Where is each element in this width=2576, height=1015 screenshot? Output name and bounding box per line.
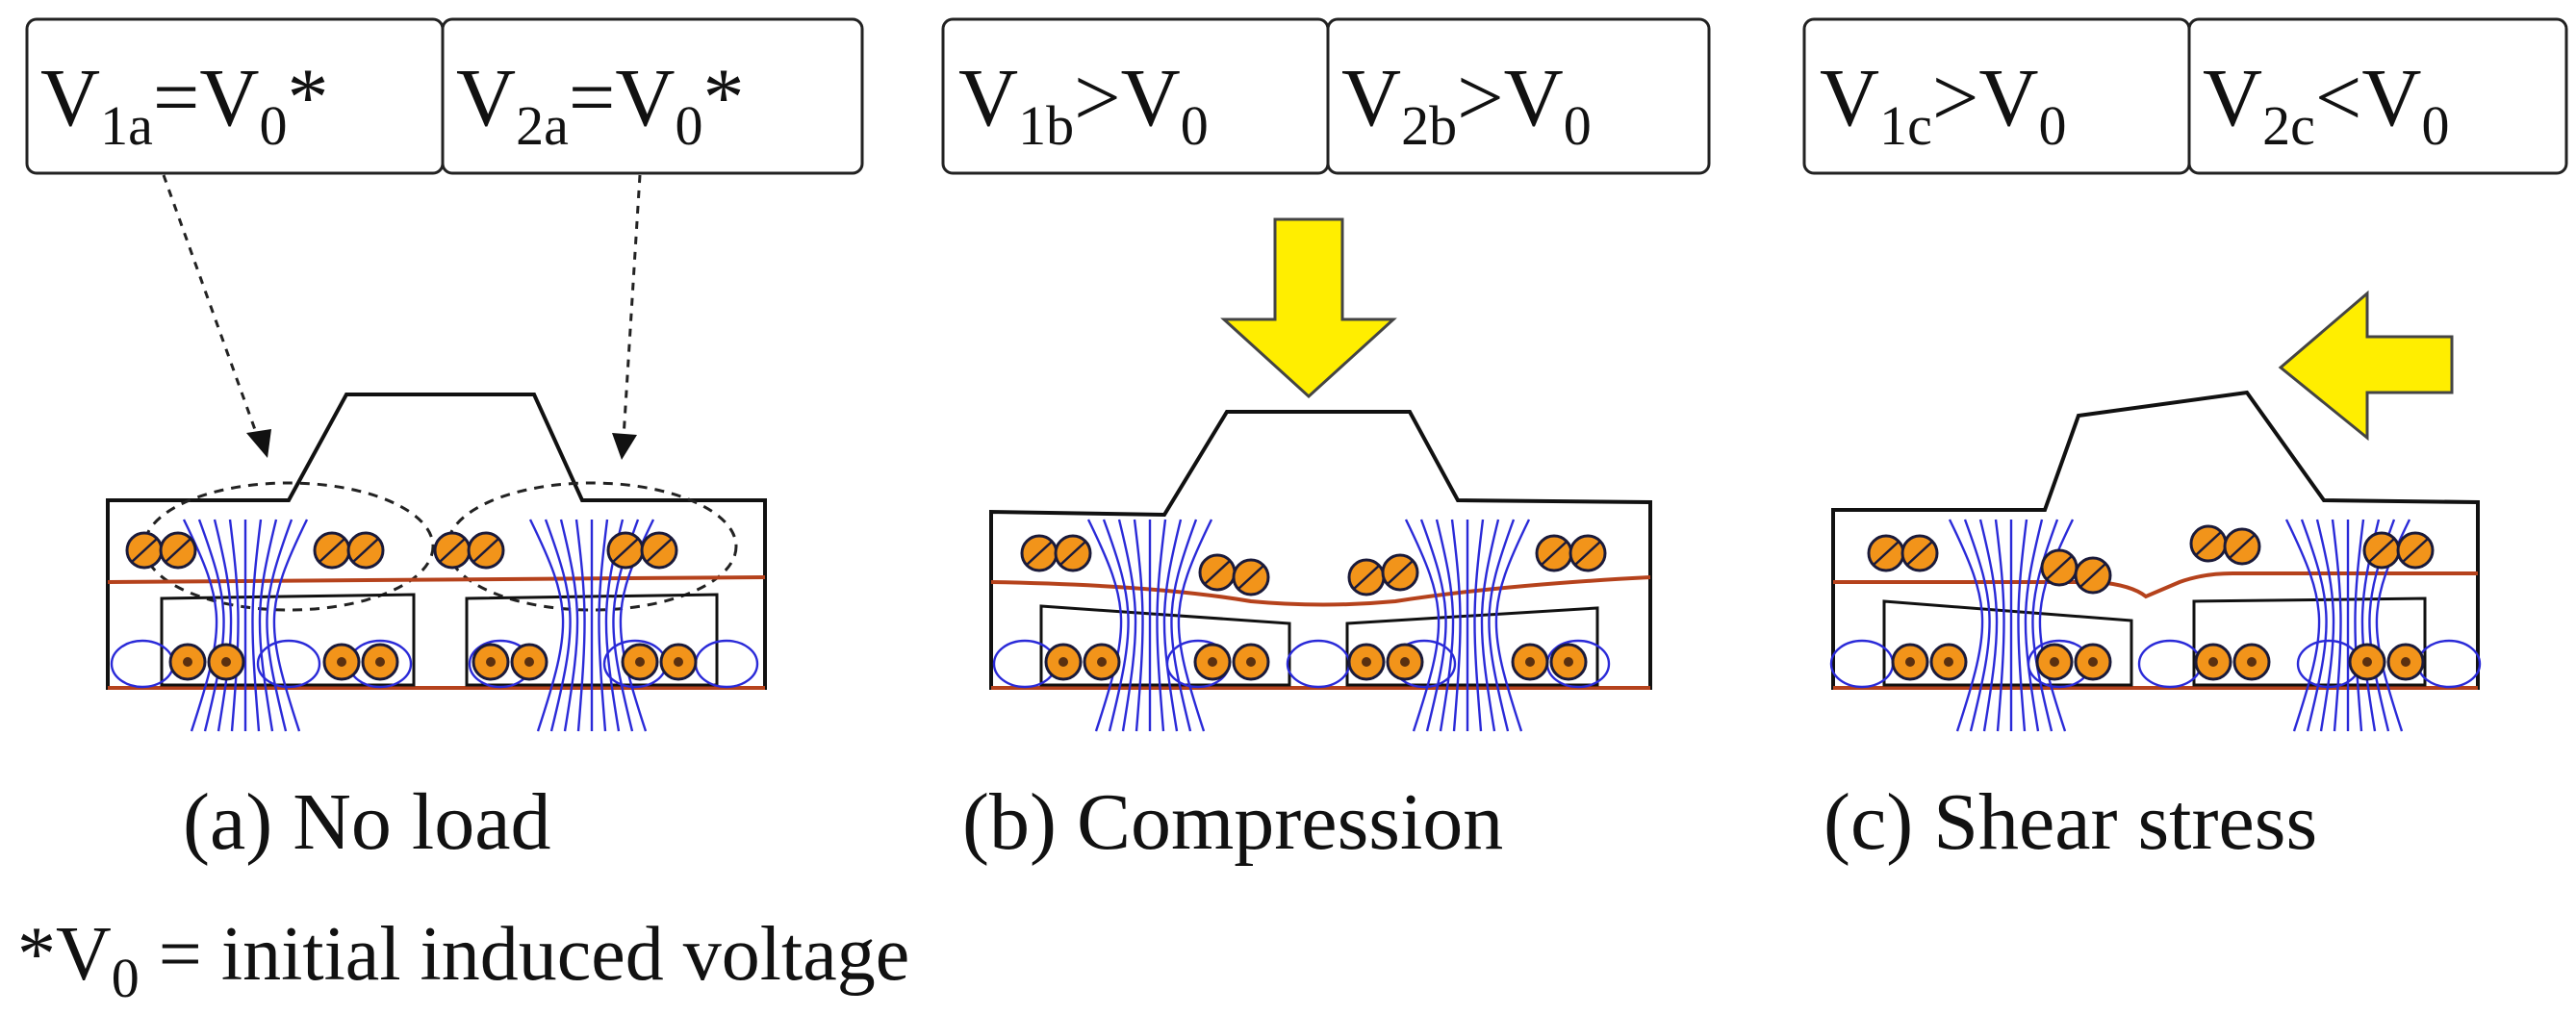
field-line [1162,519,1183,732]
upper-layer-line [990,575,1651,607]
field-line [1117,519,1137,732]
upper-layer-line [107,575,766,584]
field-line [1170,519,1198,732]
field-line [2354,519,2365,732]
dashed-pointer-arrows [162,174,642,460]
coil-wires [125,524,2435,681]
voltage-box-v2c [2187,17,2568,175]
field-line [2031,519,2059,732]
compression-arrow-icon [1220,217,1397,399]
field-line [1086,519,1123,732]
inner-core-left [1882,599,2133,687]
field-line [2300,519,2328,732]
inner-core-left [1039,604,1291,687]
field-line [1450,519,1462,732]
upper-layer-line [1833,571,2478,599]
field-line [272,519,309,732]
field-line [213,519,233,732]
field-line [1994,519,2005,732]
field-line [2017,519,2028,732]
field-line [1948,519,1984,732]
field-line [251,519,263,732]
field-line [1963,519,1991,732]
voltage-label-v2b: V2b>V0 [1341,51,1592,157]
field-line [197,519,225,732]
field-line [1133,519,1144,732]
inner-core-right [1345,606,1599,687]
field-line [1473,519,1485,732]
field-line [1156,519,1167,732]
field-line [2284,519,2321,732]
footnote: *V0 = initial induced voltage [17,912,909,1009]
voltage-label-v1c: V1c>V0 [1820,51,2066,157]
field-line [182,519,218,732]
field-line [228,519,240,732]
field-line [266,519,293,732]
caption-b: (b) Compression [962,777,1503,867]
voltage-box-v2b [1326,17,1711,175]
caption-a: (a) No load [183,777,551,867]
voltage-label-v2c: V2c<V0 [2203,51,2449,157]
field-line [258,519,278,732]
voltage-label-v1a: V1a=V0* [40,51,328,157]
field-line [1419,519,1447,732]
field-line [2315,519,2335,732]
field-line [528,519,565,732]
field-line [1494,519,1531,732]
field-line [2024,519,2044,732]
panel-b: V1b>V0 V2b>V0 [941,17,1711,690]
field-line [1978,519,1999,732]
field-line [2331,519,2342,732]
panel-a: V1a=V0* V2a=V0* [25,17,864,690]
field-line [544,519,572,732]
field-line [598,519,609,732]
shear-arrow-icon [2278,290,2454,442]
coil-region-ellipse-1 [142,481,435,612]
field-line [1488,519,1516,732]
field-line [1177,519,1213,732]
field-line [559,519,579,732]
coil-region-ellipse-2 [446,481,738,612]
field-line [574,519,586,732]
field-loop [256,639,321,689]
voltage-box-v2a [441,17,864,175]
inner-core-left [160,593,416,687]
field-line [1404,519,1441,732]
caption-c: (c) Shear stress [1824,777,2317,867]
panel-c: V1c>V0 V2c<V0 [1802,17,2568,690]
field-line [1480,519,1500,732]
voltage-label-v2a: V2a=V0* [456,51,744,157]
field-line [1435,519,1455,732]
voltage-label-v1b: V1b>V0 [958,51,1209,157]
field-line [1102,519,1130,732]
